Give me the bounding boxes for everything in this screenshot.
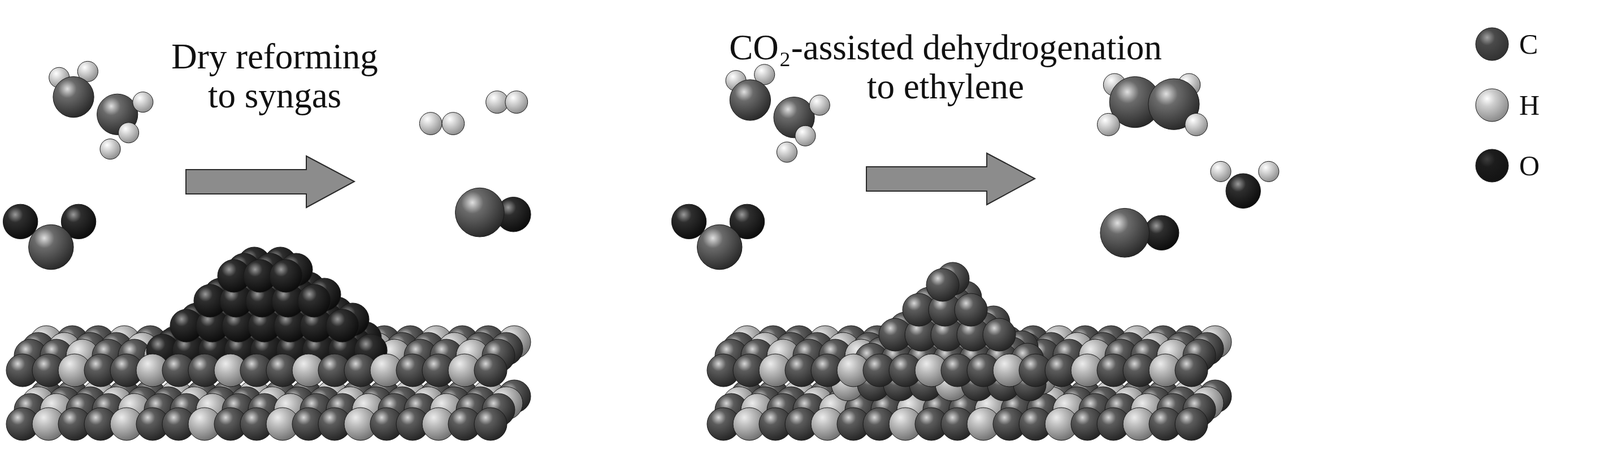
atom-sphere xyxy=(729,79,771,121)
particle-atom xyxy=(269,259,303,293)
particle-atom xyxy=(926,268,960,302)
atom-sphere xyxy=(486,90,509,114)
atom-sphere xyxy=(100,139,121,160)
reaction-arrow xyxy=(185,155,355,208)
atom-sphere xyxy=(454,187,505,237)
atom-sphere xyxy=(441,112,465,136)
atom-sphere xyxy=(132,92,154,113)
atom-sphere xyxy=(1096,113,1120,136)
molecules xyxy=(2,61,1279,270)
atom-sphere xyxy=(2,204,38,239)
atom-sphere xyxy=(118,122,139,143)
particle-atom xyxy=(982,318,1016,351)
support-atom xyxy=(474,407,507,441)
reaction-arrow xyxy=(866,153,1035,205)
atom-sphere xyxy=(1225,173,1261,208)
atom-sphere xyxy=(1258,161,1279,182)
atom-sphere xyxy=(53,76,94,117)
atom-sphere xyxy=(696,224,742,270)
reaction-label: CO₂-assisted dehydrogenation to ethylene xyxy=(715,28,1177,107)
atom-sphere xyxy=(1185,113,1208,136)
atom-sphere xyxy=(1210,161,1231,182)
support-atom xyxy=(474,353,507,387)
atom-sphere xyxy=(671,204,706,239)
legend-text: O xyxy=(1519,151,1540,180)
reaction-label: Dry reforming to syngas xyxy=(158,37,391,116)
particle-atom xyxy=(297,284,331,318)
atom-sphere xyxy=(28,224,74,270)
atom-sphere xyxy=(1100,207,1150,258)
support-atom xyxy=(1174,407,1208,441)
legend-marks xyxy=(1475,27,1509,182)
legend-swatch xyxy=(1475,149,1509,182)
atom-sphere xyxy=(776,141,797,163)
atom-sphere xyxy=(419,112,442,136)
catalyst-slabs xyxy=(6,246,1232,441)
support-atom xyxy=(1174,353,1208,387)
reaction-arrows xyxy=(185,153,1035,208)
atom-sphere xyxy=(809,94,830,116)
particle-atom xyxy=(326,309,359,342)
atom-sphere xyxy=(505,90,528,114)
legend-swatch xyxy=(1475,88,1509,122)
particle-atom xyxy=(954,293,988,327)
legend-swatch xyxy=(1475,27,1509,61)
atom-sphere xyxy=(795,125,816,146)
legend-text: H xyxy=(1519,90,1540,120)
legend-text: C xyxy=(1519,29,1538,59)
